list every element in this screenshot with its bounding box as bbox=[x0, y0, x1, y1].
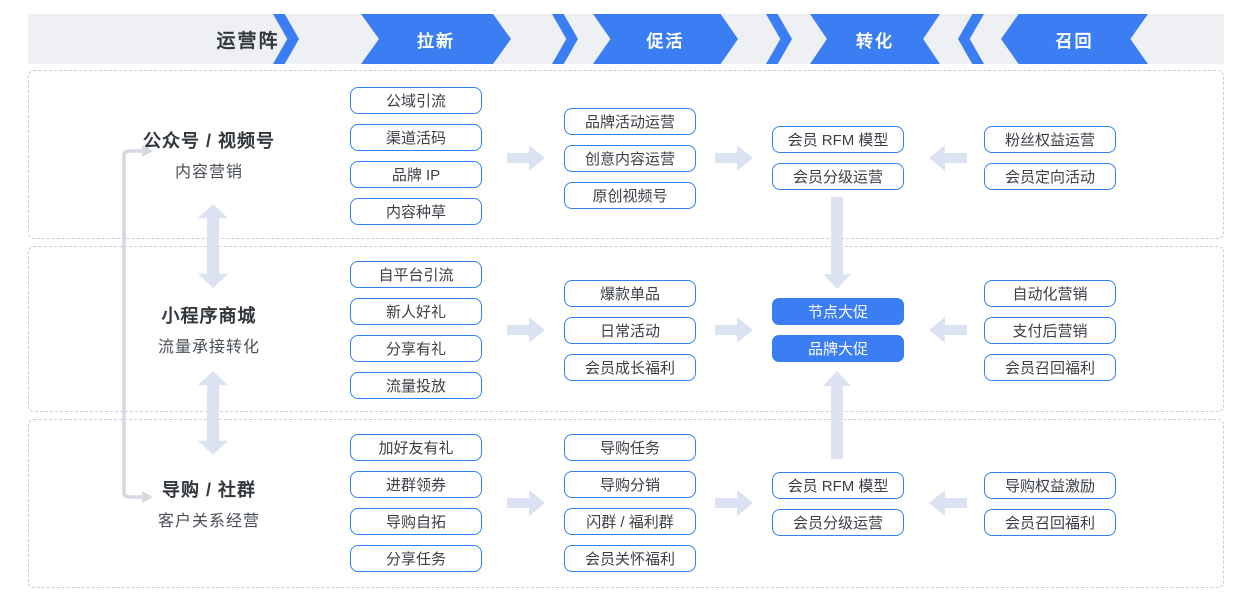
stage-tab-activation: 促活 bbox=[593, 14, 738, 64]
tactic-box: 进群领券 bbox=[350, 471, 482, 498]
row-subtitle: 客户关系经营 bbox=[157, 513, 260, 530]
chevron-right-icon bbox=[766, 14, 792, 64]
flow-arrow-right-icon bbox=[715, 145, 753, 171]
tactic-box: 新人好礼 bbox=[350, 298, 482, 325]
row-panel-official-account: 公众号 / 视频号 内容营销 公域引流 渠道活码 品牌 IP 内容种草 品牌活动… bbox=[28, 70, 1224, 239]
column-activation: 爆款单品 日常活动 会员成长福利 bbox=[564, 280, 696, 381]
tactic-box: 会员关怀福利 bbox=[564, 545, 696, 572]
row-panel-miniprogram-mall: 小程序商城 流量承接转化 自平台引流 新人好礼 分享有礼 流量投放 爆款单品 日… bbox=[28, 246, 1224, 412]
chevron-left-icon bbox=[958, 14, 984, 64]
double-arrow-vertical-icon bbox=[198, 371, 228, 455]
tactic-box: 闪群 / 福利群 bbox=[564, 508, 696, 535]
tactic-box: 导购自拓 bbox=[350, 508, 482, 535]
flow-arrow-left-icon bbox=[929, 145, 967, 171]
tactic-box: 会员分级运营 bbox=[772, 509, 904, 536]
flow-arrow-left-icon bbox=[929, 490, 967, 516]
tactic-box: 会员 RFM 模型 bbox=[772, 126, 904, 153]
row-subtitle: 流量承接转化 bbox=[157, 338, 260, 356]
tactic-box: 会员召回福利 bbox=[984, 354, 1116, 381]
chevron-right-icon bbox=[552, 14, 578, 64]
tactic-box: 自动化营销 bbox=[984, 280, 1116, 307]
flow-arrow-right-icon bbox=[507, 490, 545, 516]
tactic-box: 导购分销 bbox=[564, 471, 696, 498]
row-label: 小程序商城 流量承接转化 bbox=[69, 247, 349, 411]
column-recall: 粉丝权益运营 会员定向活动 bbox=[984, 126, 1116, 190]
tactic-box: 内容种草 bbox=[350, 198, 482, 225]
row-label: 公众号 / 视频号 内容营销 bbox=[69, 71, 349, 238]
tactic-box: 导购权益激励 bbox=[984, 472, 1116, 499]
tactic-box: 品牌 IP bbox=[350, 161, 482, 188]
tactic-box: 爆款单品 bbox=[564, 280, 696, 307]
tactic-box: 分享任务 bbox=[350, 545, 482, 572]
row-title: 导购 / 社群 bbox=[161, 480, 256, 500]
column-recall: 导购权益激励 会员召回福利 bbox=[984, 472, 1116, 536]
tactic-box: 公域引流 bbox=[350, 87, 482, 114]
tactic-box: 自平台引流 bbox=[350, 261, 482, 288]
stage-tab-recall: 召回 bbox=[1001, 14, 1148, 64]
row-label: 导购 / 社群 客户关系经营 bbox=[69, 420, 349, 587]
column-acquisition: 公域引流 渠道活码 品牌 IP 内容种草 bbox=[350, 87, 482, 225]
tactic-box: 会员定向活动 bbox=[984, 163, 1116, 190]
row-title: 公众号 / 视频号 bbox=[142, 131, 275, 151]
stage-label: 促活 bbox=[646, 31, 685, 51]
tactic-box: 品牌活动运营 bbox=[564, 108, 696, 135]
tactic-box: 加好友有礼 bbox=[350, 434, 482, 461]
flow-arrow-right-icon bbox=[715, 490, 753, 516]
tactic-box: 导购任务 bbox=[564, 434, 696, 461]
tactic-box: 会员召回福利 bbox=[984, 509, 1116, 536]
flow-arrow-right-icon bbox=[715, 317, 753, 343]
column-recall: 自动化营销 支付后营销 会员召回福利 bbox=[984, 280, 1116, 381]
column-conversion: 会员 RFM 模型 会员分级运营 bbox=[772, 472, 904, 536]
row-subtitle: 内容营销 bbox=[174, 164, 243, 181]
stage-label: 召回 bbox=[1055, 31, 1094, 51]
column-conversion: 节点大促 品牌大促 bbox=[772, 298, 904, 362]
row-panel-guide-community: 导购 / 社群 客户关系经营 加好友有礼 进群领券 导购自拓 分享任务 导购任务… bbox=[28, 419, 1224, 588]
tactic-box: 渠道活码 bbox=[350, 124, 482, 151]
tactic-box: 日常活动 bbox=[564, 317, 696, 344]
stage-tab-acquisition: 拉新 bbox=[361, 14, 511, 64]
tactic-box: 流量投放 bbox=[350, 372, 482, 399]
tactic-box: 支付后营销 bbox=[984, 317, 1116, 344]
flow-arrow-left-icon bbox=[929, 317, 967, 343]
tactic-box: 会员分级运营 bbox=[772, 163, 904, 190]
tactic-box: 会员 RFM 模型 bbox=[772, 472, 904, 499]
stage-header-bar: 运营阵 拉新 促活 转化 召回 bbox=[28, 14, 1224, 64]
flow-arrow-right-icon bbox=[507, 145, 545, 171]
column-activation: 品牌活动运营 创意内容运营 原创视频号 bbox=[564, 108, 696, 209]
stage-label: 拉新 bbox=[417, 31, 455, 51]
tactic-box: 创意内容运营 bbox=[564, 145, 696, 172]
tactic-box: 原创视频号 bbox=[564, 182, 696, 209]
tactic-box: 粉丝权益运营 bbox=[984, 126, 1116, 153]
flow-arrow-right-icon bbox=[507, 317, 545, 343]
stage-tab-conversion: 转化 bbox=[810, 14, 940, 64]
column-acquisition: 自平台引流 新人好礼 分享有礼 流量投放 bbox=[350, 261, 482, 399]
column-acquisition: 加好友有礼 进群领券 导购自拓 分享任务 bbox=[350, 434, 482, 572]
column-conversion: 会员 RFM 模型 会员分级运营 bbox=[772, 126, 904, 190]
promo-box: 节点大促 bbox=[772, 298, 904, 325]
tactic-box: 会员成长福利 bbox=[564, 354, 696, 381]
stage-label: 转化 bbox=[856, 31, 894, 51]
ops-matrix-label: 运营阵 bbox=[216, 30, 280, 52]
tactic-box: 分享有礼 bbox=[350, 335, 482, 362]
column-activation: 导购任务 导购分销 闪群 / 福利群 会员关怀福利 bbox=[564, 434, 696, 572]
row-title: 小程序商城 bbox=[161, 305, 257, 326]
promo-box: 品牌大促 bbox=[772, 335, 904, 362]
